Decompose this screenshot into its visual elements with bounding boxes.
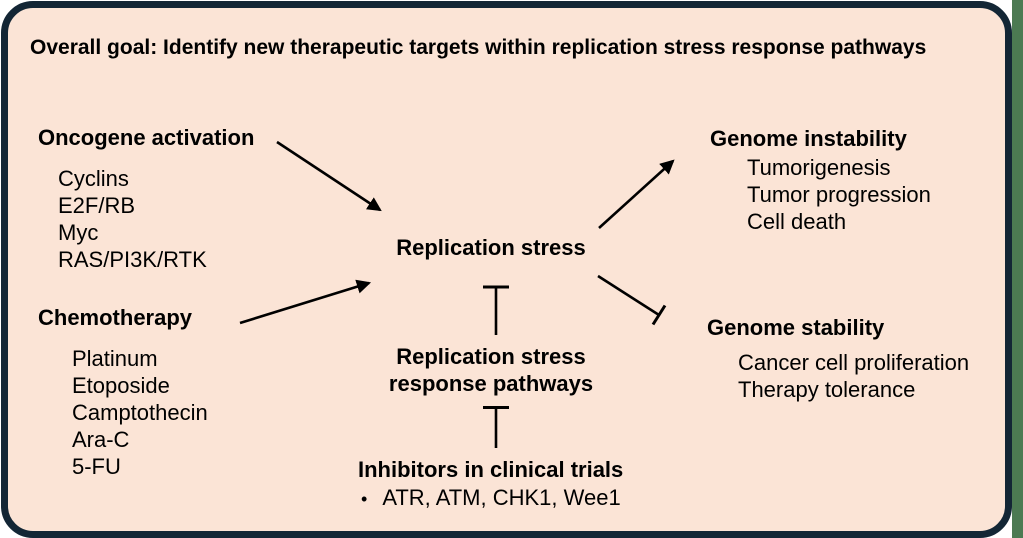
list-item: Cell death: [747, 209, 847, 234]
list-item: E2F/RB: [58, 193, 136, 218]
list-item: RAS/PI3K/RTK: [58, 247, 207, 272]
list-item: Etoposide: [72, 373, 170, 398]
node-response-pathways: Replication stress response pathways: [341, 343, 641, 397]
list-item: Cyclins: [58, 166, 129, 191]
node-replication-stress: Replication stress: [396, 235, 586, 260]
chemotherapy-list: Platinum Etoposide Camptothecin Ara-C 5-…: [72, 345, 208, 480]
list-item: Platinum: [72, 346, 158, 371]
list-item: 5-FU: [72, 454, 121, 479]
list-item: Myc: [58, 220, 99, 245]
list-item: Tumorigenesis: [747, 155, 891, 180]
bullet-icon: •: [361, 489, 368, 509]
node-inhibitors: Inhibitors in clinical trials: [358, 457, 624, 482]
list-item: ATR, ATM, CHK1, Wee1: [382, 485, 621, 510]
list-item: Ara-C: [72, 427, 130, 452]
list-item: Camptothecin: [72, 400, 208, 425]
figure-title: Overall goal: Identify new therapeutic t…: [30, 36, 927, 59]
list-item: Tumor progression: [747, 182, 931, 207]
genome-stability-list: Cancer cell proliferation Therapy tolera…: [738, 349, 969, 403]
node-oncogene-activation: Oncogene activation: [38, 125, 255, 150]
oncogene-activation-list: Cyclins E2F/RB Myc RAS/PI3K/RTK: [58, 165, 207, 273]
inhibitors-list: • ATR, ATM, CHK1, Wee1: [361, 484, 621, 513]
node-label-line: Replication stress: [396, 344, 586, 369]
node-label-line: response pathways: [388, 371, 594, 396]
list-item: Cancer cell proliferation: [738, 350, 970, 375]
list-item: Therapy tolerance: [738, 377, 916, 402]
node-genome-instability: Genome instability: [710, 126, 907, 151]
genome-instability-list: Tumorigenesis Tumor progression Cell dea…: [747, 154, 931, 235]
page-background-strip: [1012, 0, 1023, 538]
node-chemotherapy: Chemotherapy: [38, 305, 193, 330]
node-genome-stability: Genome stability: [707, 315, 885, 340]
